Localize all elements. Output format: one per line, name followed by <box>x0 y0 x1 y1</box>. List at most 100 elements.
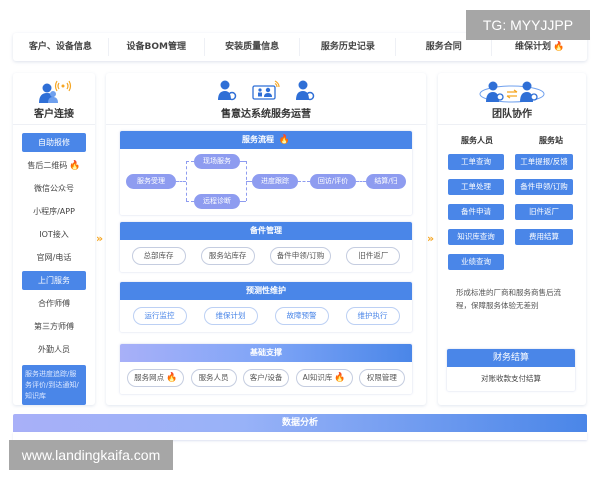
performance-query-button[interactable]: 业绩查询 <box>448 254 504 270</box>
ticket-submit-button[interactable]: 工单提报/反馈 <box>515 154 573 170</box>
double-chevron-right-icon: » <box>427 232 435 245</box>
flow-connector <box>186 161 187 201</box>
spare-return[interactable]: 旧件返厂 <box>346 247 401 265</box>
flame-icon: 🔥 <box>166 373 178 383</box>
flow-connector <box>186 201 194 202</box>
double-chevron-right-icon: » <box>96 232 104 245</box>
role-header-staff: 服务人员 <box>461 136 493 145</box>
top-item-service-contract[interactable]: 服务合同 <box>396 38 493 56</box>
service-flow-diagram: 服务受理 现场服务 远程诊断 进度跟踪 回访/评价 结算/归档 <box>120 149 412 217</box>
role-header-station: 服务站 <box>539 136 563 145</box>
column-title: 客户连接 <box>34 109 74 120</box>
top-item-label: 客户、设备信息 <box>28 42 92 52</box>
top-item-label: 服务历史记录 <box>320 42 375 52</box>
panel-title: 服务流程 <box>241 135 274 144</box>
finance-body: 对账收款支付结算 <box>481 374 541 383</box>
panel-header: 基础支撑 <box>120 344 412 362</box>
foundation-customer-device[interactable]: 客户/设备 <box>242 369 290 387</box>
flow-connector <box>298 181 310 182</box>
channel-website-phone[interactable]: 官网/电话 <box>36 253 72 262</box>
top-item-maintenance-plan[interactable]: 维保计划🔥 <box>492 38 587 56</box>
spare-apply-button[interactable]: 备件申请 <box>448 204 504 220</box>
top-item-service-history[interactable]: 服务历史记录 <box>300 38 397 56</box>
top-item-bom[interactable]: 设备BOM管理 <box>109 38 205 56</box>
spare-hq-stock[interactable]: 总部库存 <box>131 247 186 265</box>
channel-tracking-info[interactable]: 服务进度追踪/服务评价/到达通知/知识库 <box>22 365 86 405</box>
panel-body: 服务网点🔥 服务人员 客户/设备 AI知识库🔥 权限管理 <box>120 362 412 394</box>
kb-query-button[interactable]: 知识库查询 <box>448 229 504 245</box>
service-operation-header: 售意达系统服务运营 <box>106 73 426 125</box>
watermark-url: www.landingkaifa.com <box>9 440 173 470</box>
top-item-customer-device[interactable]: 客户、设备信息 <box>13 38 109 56</box>
team-exchange-icon <box>479 81 545 103</box>
flame-icon: 🔥 <box>278 135 290 145</box>
team-collaboration-header: 团队协作 <box>438 73 586 125</box>
engineer-gear-icon <box>218 80 237 101</box>
service-operation-column: 售意达系统服务运营 服务流程 🔥 服务受理 现场服务 远程诊断 进度跟踪 回访/… <box>106 73 426 405</box>
foundation-panel: 基础支撑 服务网点🔥 服务人员 客户/设备 AI知识库🔥 权限管理 <box>120 344 412 394</box>
predictive-monitoring[interactable]: 运行监控 <box>132 307 187 325</box>
top-item-label: 维保计划 <box>514 42 551 52</box>
panel-body: 总部库存 服务站库存 备件申领/订购 旧件返厂 <box>120 240 412 272</box>
spare-request-order[interactable]: 备件申领/订购 <box>269 247 332 265</box>
panel-header: 预测性维护 <box>120 282 412 300</box>
finance-title: 财务结算 <box>447 349 575 367</box>
panel-header: 备件管理 <box>120 222 412 240</box>
flame-icon: 🔥 <box>552 42 565 52</box>
top-item-install-quality[interactable]: 安装质量信息 <box>205 38 301 56</box>
flame-icon: 🔥 <box>334 373 346 383</box>
header-icons <box>438 79 586 105</box>
header-icons <box>13 79 95 105</box>
role-headers: 服务人员 服务站 <box>438 135 586 146</box>
flow-connector <box>240 161 246 162</box>
channel-third-party-tech[interactable]: 第三方师傅 <box>34 322 74 331</box>
ticket-query-button[interactable]: 工单查询 <box>448 154 504 170</box>
flow-node-progress[interactable]: 进度跟踪 <box>252 174 298 189</box>
service-flow-panel: 服务流程 🔥 服务受理 现场服务 远程诊断 进度跟踪 回访/评价 结算/归档 <box>120 131 412 215</box>
channel-onsite-service[interactable]: 上门服务 <box>22 271 86 290</box>
fee-settle-button[interactable]: 费用结算 <box>515 229 573 245</box>
pill-label: 服务网点 <box>134 373 165 382</box>
watermark-tg: TG: MYYJJPP <box>466 10 590 40</box>
header-icons <box>106 79 426 101</box>
spare-order-button[interactable]: 备件申领/订购 <box>515 179 573 195</box>
flow-node-remote[interactable]: 远程诊断 <box>194 194 240 209</box>
flow-node-settle[interactable]: 结算/归档 <box>366 174 406 200</box>
column-title: 售意达系统服务运营 <box>221 109 311 120</box>
flow-node-onsite[interactable]: 现场服务 <box>194 154 240 169</box>
channel-wechat[interactable]: 微信公众号 <box>34 184 74 193</box>
top-item-label: 服务合同 <box>425 42 462 52</box>
flow-connector <box>240 201 246 202</box>
channel-self-repair[interactable]: 自助报修 <box>22 133 86 152</box>
foundation-permissions[interactable]: 权限管理 <box>358 369 405 387</box>
predictive-plan[interactable]: 维保计划 <box>203 307 258 325</box>
pill-label: AI知识库 <box>302 373 333 382</box>
ticket-process-button[interactable]: 工单处理 <box>448 179 504 195</box>
channel-list: 自助报修 售后二维码🔥 微信公众号 小程序/APP IOT接入 官网/电话 上门… <box>13 125 95 405</box>
foundation-ai-kb[interactable]: AI知识库🔥 <box>295 369 353 387</box>
predictive-warning[interactable]: 故障预警 <box>274 307 329 325</box>
customer-connection-header: 客户连接 <box>13 73 95 125</box>
column-title: 团队协作 <box>492 109 532 120</box>
customer-signal-icon <box>39 80 72 103</box>
predictive-execution[interactable]: 维护执行 <box>345 307 400 325</box>
foundation-outlets[interactable]: 服务网点🔥 <box>127 369 185 387</box>
data-analysis-bar[interactable]: 数据分析 <box>13 414 587 432</box>
foundation-staff[interactable]: 服务人员 <box>190 369 237 387</box>
return-parts-button[interactable]: 旧件返厂 <box>515 204 573 220</box>
channel-qr-code[interactable]: 售后二维码🔥 <box>22 156 86 175</box>
channel-field-staff[interactable]: 外勤人员 <box>38 345 70 354</box>
panel-header: 服务流程 🔥 <box>120 131 412 149</box>
channel-miniapp[interactable]: 小程序/APP <box>33 207 75 216</box>
video-call-icon <box>252 80 280 100</box>
flow-node-review[interactable]: 回访/评价 <box>310 174 356 189</box>
customer-connection-column: 客户连接 自助报修 售后二维码🔥 微信公众号 小程序/APP IOT接入 官网/… <box>13 73 95 405</box>
channel-partner-tech[interactable]: 合作师傅 <box>38 299 70 308</box>
data-analysis-body <box>13 432 587 440</box>
flow-connector <box>356 181 366 182</box>
channel-iot[interactable]: IOT接入 <box>39 230 69 239</box>
collab-button-grid: 工单查询 工单提报/反馈 工单处理 备件申领/订购 备件申请 旧件返厂 知识库查… <box>438 146 586 270</box>
spare-station-stock[interactable]: 服务站库存 <box>200 247 255 265</box>
flame-icon: 🔥 <box>69 161 81 171</box>
flow-node-accept[interactable]: 服务受理 <box>126 174 176 189</box>
